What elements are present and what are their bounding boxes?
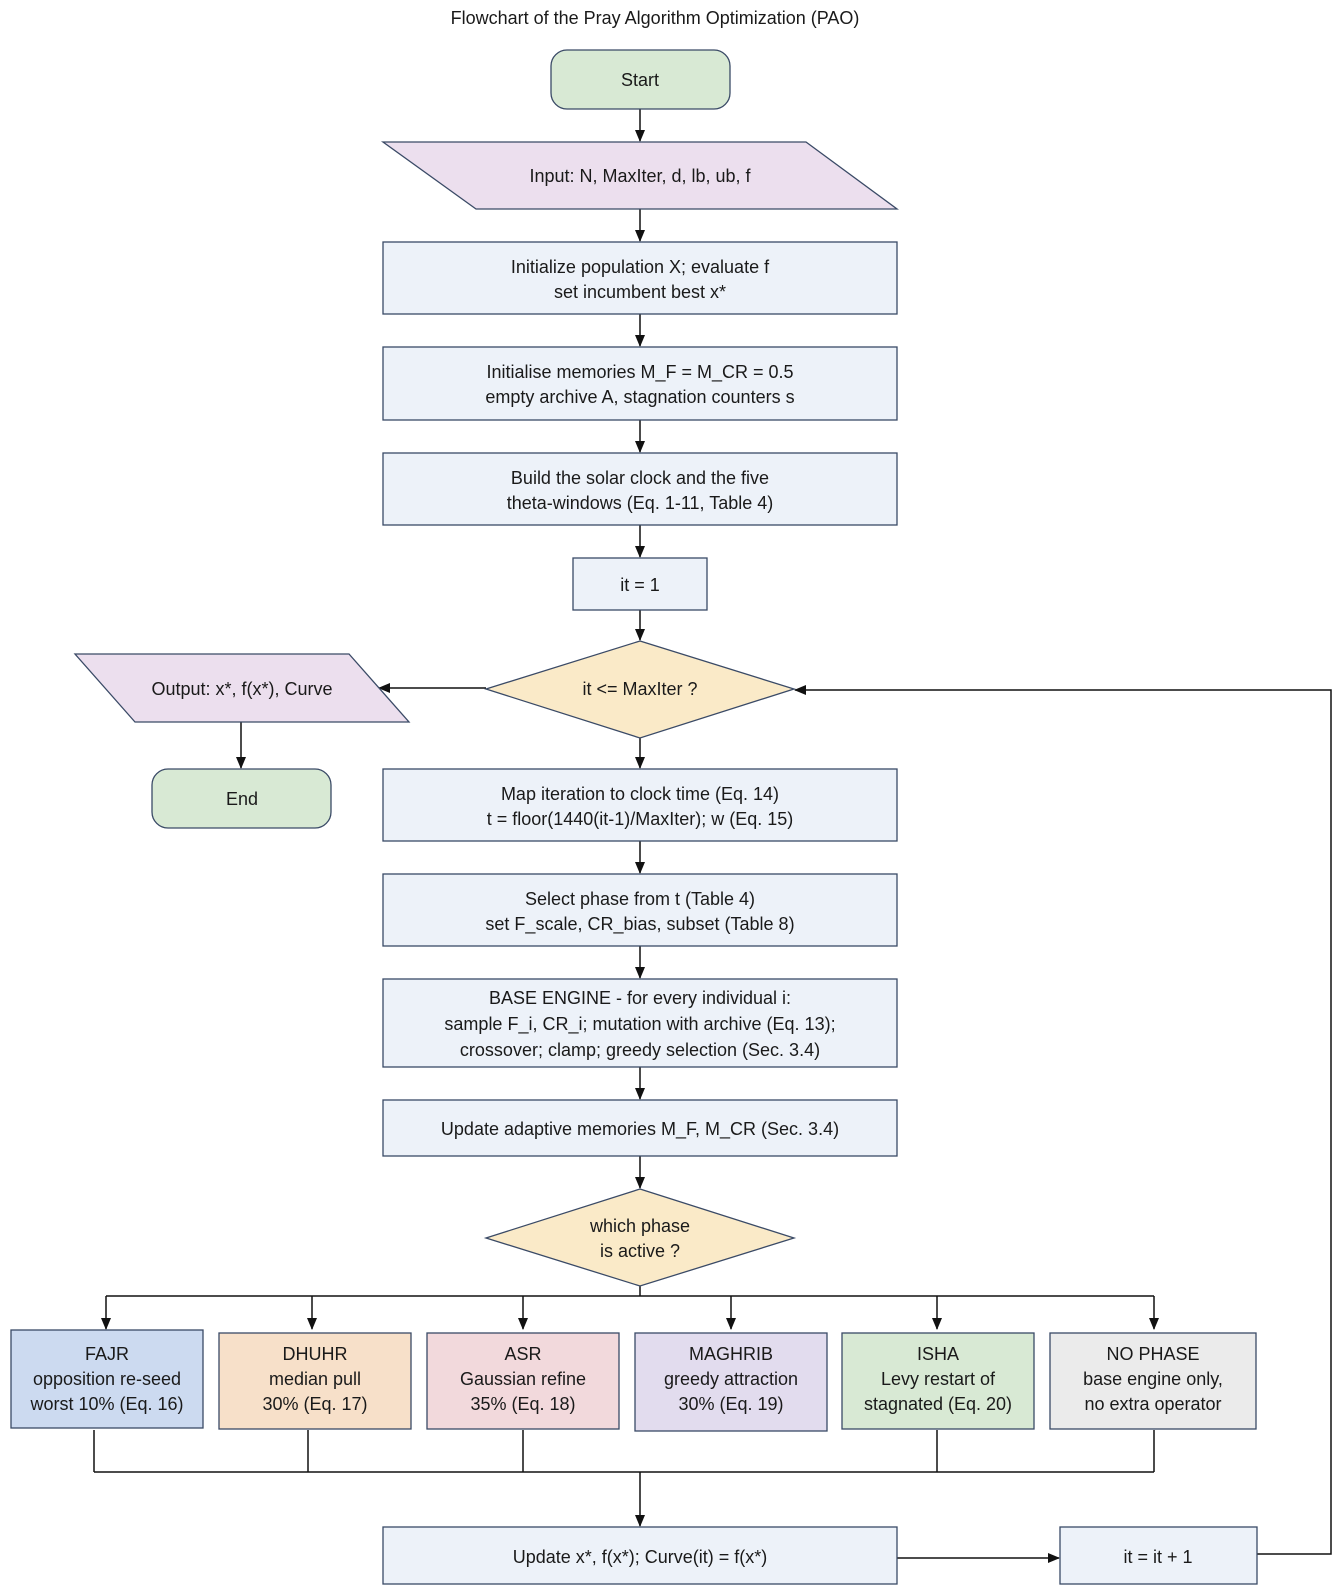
- phase-asr-line3: 35% (Eq. 18): [470, 1394, 575, 1414]
- phase-dhuhr: DHUHR median pull 30% (Eq. 17): [218, 1332, 412, 1430]
- init-memories-line1: Initialise memories M_F = M_CR = 0.5: [486, 362, 793, 383]
- solar-clock-line2: theta-windows (Eq. 1-11, Table 4): [507, 493, 773, 513]
- phase-no-phase-name: NO PHASE: [1106, 1344, 1199, 1364]
- init-population-node: Initialize population X; evaluate f set …: [382, 241, 898, 315]
- phase-maghrib-line3: 30% (Eq. 19): [678, 1394, 783, 1414]
- base-engine-line1: BASE ENGINE - for every individual i:: [489, 988, 791, 1008]
- increment-node: it = it + 1: [1059, 1526, 1258, 1585]
- base-engine-line2: sample F_i, CR_i; mutation with archive …: [444, 1014, 835, 1035]
- select-phase-node: Select phase from t (Table 4) set F_scal…: [382, 873, 898, 947]
- phase-fajr-line2: opposition re-seed: [33, 1369, 181, 1389]
- which-phase-decision: which phase is active ?: [483, 1188, 797, 1287]
- init-memories-node: Initialise memories M_F = M_CR = 0.5 emp…: [382, 346, 898, 421]
- loop-check-decision: it <= MaxIter ?: [483, 640, 797, 739]
- init-population-line2: set incumbent best x*: [554, 282, 726, 302]
- map-time-line1: Map iteration to clock time (Eq. 14): [501, 784, 779, 804]
- map-time-line2: t = floor(1440(it-1)/MaxIter); w (Eq. 15…: [487, 809, 794, 829]
- update-best-node: Update x*, f(x*); Curve(it) = f(x*): [382, 1526, 898, 1585]
- which-phase-line1: which phase: [589, 1216, 690, 1236]
- phase-no-phase: NO PHASE base engine only, no extra oper…: [1049, 1332, 1257, 1430]
- phase-maghrib-line2: greedy attraction: [664, 1369, 798, 1389]
- select-phase-line1: Select phase from t (Table 4): [525, 889, 755, 909]
- start-node: Start: [550, 49, 731, 110]
- end-node: End: [151, 768, 332, 829]
- arrow-loop-back: [794, 685, 1332, 1555]
- it-init-label: it = 1: [620, 575, 660, 595]
- phase-dhuhr-line2: median pull: [269, 1369, 361, 1389]
- input-node: Input: N, MaxIter, d, lb, ub, f: [380, 141, 899, 210]
- solar-clock-node: Build the solar clock and the five theta…: [382, 452, 898, 526]
- phase-isha-line2: Levy restart of: [881, 1369, 996, 1389]
- chart-title: Flowchart of the Pray Algorithm Optimiza…: [451, 8, 860, 28]
- start-label: Start: [621, 70, 659, 90]
- phase-fajr-name: FAJR: [85, 1344, 129, 1364]
- phase-maghrib: MAGHRIB greedy attraction 30% (Eq. 19): [634, 1332, 828, 1432]
- phase-fajr: FAJR opposition re-seed worst 10% (Eq. 1…: [10, 1329, 204, 1429]
- update-best-label: Update x*, f(x*); Curve(it) = f(x*): [513, 1547, 768, 1567]
- which-phase-line2: is active ?: [600, 1241, 680, 1261]
- phase-maghrib-name: MAGHRIB: [689, 1344, 773, 1364]
- base-engine-line3: crossover; clamp; greedy selection (Sec.…: [460, 1040, 820, 1060]
- input-label: Input: N, MaxIter, d, lb, ub, f: [529, 166, 751, 186]
- update-memories-label: Update adaptive memories M_F, M_CR (Sec.…: [441, 1119, 839, 1140]
- output-label: Output: x*, f(x*), Curve: [151, 679, 332, 699]
- solar-clock-line1: Build the solar clock and the five: [511, 468, 769, 488]
- increment-label: it = it + 1: [1123, 1547, 1192, 1567]
- phase-asr-line2: Gaussian refine: [460, 1369, 586, 1389]
- phase-asr-name: ASR: [504, 1344, 541, 1364]
- init-memories-line2: empty archive A, stagnation counters s: [485, 387, 794, 407]
- phase-dhuhr-line3: 30% (Eq. 17): [262, 1394, 367, 1414]
- it-init-node: it = 1: [572, 557, 708, 611]
- map-time-node: Map iteration to clock time (Eq. 14) t =…: [382, 768, 898, 842]
- output-node: Output: x*, f(x*), Curve: [73, 653, 411, 723]
- phase-no-phase-line2: base engine only,: [1083, 1369, 1223, 1389]
- init-population-line1: Initialize population X; evaluate f: [511, 257, 770, 277]
- select-phase-line2: set F_scale, CR_bias, subset (Table 8): [485, 914, 794, 935]
- loop-check-label: it <= MaxIter ?: [582, 679, 697, 699]
- connectors: [93, 109, 1332, 1563]
- phase-isha: ISHA Levy restart of stagnated (Eq. 20): [841, 1332, 1035, 1430]
- phase-dhuhr-name: DHUHR: [283, 1344, 348, 1364]
- phase-asr: ASR Gaussian refine 35% (Eq. 18): [426, 1332, 620, 1430]
- phase-isha-name: ISHA: [917, 1344, 959, 1364]
- phase-fajr-line3: worst 10% (Eq. 16): [29, 1394, 183, 1414]
- base-engine-node: BASE ENGINE - for every individual i: sa…: [382, 978, 898, 1068]
- phase-isha-line3: stagnated (Eq. 20): [864, 1394, 1012, 1414]
- update-memories-node: Update adaptive memories M_F, M_CR (Sec.…: [382, 1099, 898, 1157]
- end-label: End: [226, 789, 258, 809]
- phase-no-phase-line3: no extra operator: [1084, 1394, 1221, 1414]
